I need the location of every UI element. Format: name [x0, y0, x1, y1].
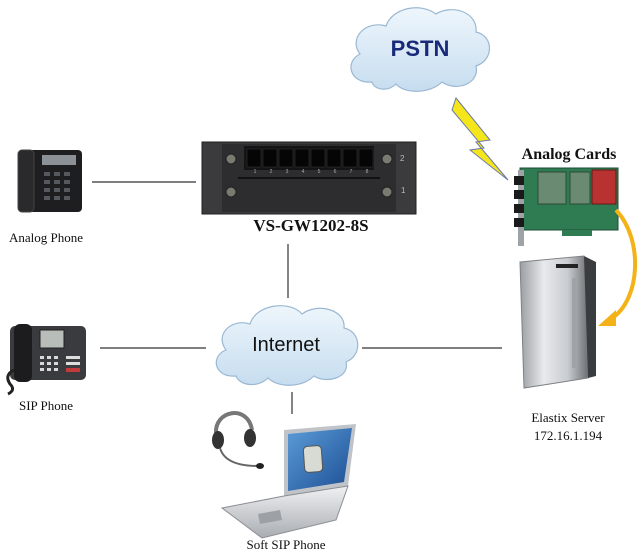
port-number: 1: [253, 169, 257, 175]
gateway-slot-number-top: 2: [400, 154, 405, 163]
curved-arrow-icon: [598, 208, 637, 326]
port-number: 2: [269, 169, 273, 175]
soft-sip-phone-label: Soft SIP Phone: [246, 537, 326, 552]
port-number: 4: [301, 169, 305, 175]
port-number: 7: [349, 169, 353, 175]
lightning-bolt-icon: [451, 96, 509, 181]
elastix-server-ip: 172.16.1.194: [533, 428, 603, 443]
gateway-port-numbers: 1 2 3 4 5 6 7 8: [247, 169, 375, 175]
analog-card-icon: [514, 167, 619, 246]
internet-cloud-icon: [215, 305, 359, 386]
server-tower-icon: [519, 255, 596, 389]
sip-phone-icon: [6, 324, 86, 396]
internet-label: Internet: [252, 334, 320, 356]
port-number: 3: [285, 169, 289, 175]
laptop-icon: [220, 424, 356, 539]
port-number: 5: [317, 169, 321, 175]
sip-phone-label: SIP Phone: [18, 398, 74, 413]
pstn-cloud-icon: [350, 7, 491, 92]
gateway-label: VS-GW1202-8S: [253, 216, 369, 235]
elastix-server-label: Elastix Server: [531, 410, 605, 425]
pstn-label: PSTN: [390, 36, 450, 61]
analog-phone-icon: [17, 149, 82, 213]
headset-icon: [212, 411, 264, 469]
analog-cards-label: Analog Cards: [521, 146, 617, 163]
port-number: 6: [333, 169, 337, 175]
gateway-device-icon: [201, 141, 417, 215]
connection-lines: [92, 181, 502, 414]
analog-phone-label: Analog Phone: [8, 230, 84, 245]
gateway-slot-number-bottom: 1: [401, 186, 406, 195]
port-number: 8: [365, 169, 369, 175]
